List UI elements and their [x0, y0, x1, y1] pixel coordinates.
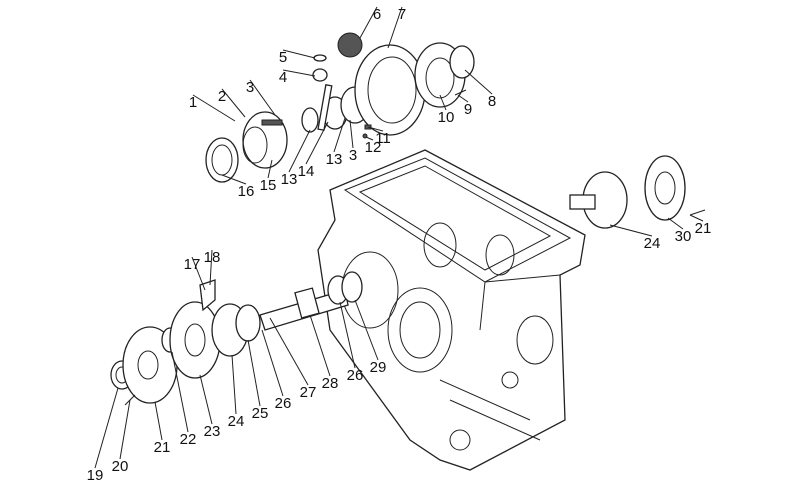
leader-line [209, 249, 213, 286]
leader-line [365, 136, 374, 141]
part-label-21: 21 [154, 439, 171, 456]
part-label-28: 28 [322, 375, 339, 392]
leader-line [689, 214, 704, 222]
part-label-3: 3 [246, 79, 254, 96]
leader-lines [94, 6, 704, 469]
leader-line [359, 6, 378, 39]
part-label-10: 10 [438, 109, 455, 126]
part-label-21: 21 [695, 220, 712, 237]
part-label-1: 1 [189, 94, 197, 111]
leader-line [609, 224, 653, 237]
part-label-22: 22 [180, 431, 197, 448]
part-label-29: 29 [370, 359, 387, 376]
part-label-2: 2 [218, 88, 226, 105]
leader-line [247, 339, 261, 407]
leader-line [667, 217, 684, 230]
part-label-17: 17 [184, 256, 201, 273]
leader-line [457, 94, 469, 103]
part-label-15: 15 [260, 177, 277, 194]
part-label-24: 24 [644, 235, 661, 252]
leader-line [349, 119, 354, 149]
lower-shaft-assembly [110, 271, 363, 406]
leader-line [192, 94, 236, 122]
leader-line [387, 6, 403, 49]
leader-line [339, 301, 356, 369]
part-label-13: 13 [281, 171, 298, 188]
leader-line [154, 401, 163, 441]
part-label-23: 23 [204, 423, 221, 440]
part-label-30: 30 [675, 228, 692, 245]
right-final-drive-assembly [569, 155, 706, 229]
part-label-26: 26 [275, 395, 292, 412]
part-label-20: 20 [112, 458, 129, 475]
part-label-26: 26 [347, 367, 364, 384]
leader-line [199, 374, 213, 425]
transmission-housing [317, 149, 586, 471]
part-label-6: 6 [373, 6, 381, 23]
leader-line [191, 256, 206, 291]
part-label-13: 13 [326, 151, 343, 168]
leader-line [249, 79, 276, 116]
part-label-27: 27 [300, 384, 317, 401]
leader-line [221, 174, 247, 185]
differential-assembly [205, 32, 475, 183]
leader-line [354, 299, 379, 361]
part-label-16: 16 [238, 183, 255, 200]
leader-line [267, 159, 273, 179]
part-label-9: 9 [464, 101, 472, 118]
part-label-7: 7 [398, 6, 406, 23]
leader-line [282, 69, 316, 77]
leader-line [94, 387, 119, 469]
leader-line [367, 126, 384, 132]
leader-line [333, 117, 346, 153]
leader-line [171, 351, 189, 433]
part-label-8: 8 [488, 93, 496, 110]
part-label-19: 19 [87, 467, 104, 484]
part-label-5: 5 [279, 49, 287, 66]
part-label-3: 3 [349, 147, 357, 164]
part-label-11: 11 [375, 130, 391, 147]
part-label-14: 14 [298, 163, 315, 180]
part-label-25: 25 [252, 405, 269, 422]
leader-line [282, 49, 316, 59]
part-label-4: 4 [279, 69, 287, 86]
leader-line [119, 399, 131, 460]
leader-line [269, 317, 309, 386]
leader-line [261, 329, 284, 397]
leader-line [439, 94, 447, 111]
leader-line [305, 121, 329, 165]
leader-line [231, 354, 237, 415]
leader-line [309, 314, 331, 377]
leader-line [464, 69, 493, 95]
part-label-24: 24 [228, 413, 245, 430]
leader-line [221, 88, 246, 118]
part-label-18: 18 [204, 249, 221, 266]
leader-line [288, 129, 311, 173]
part-label-12: 12 [365, 139, 382, 156]
